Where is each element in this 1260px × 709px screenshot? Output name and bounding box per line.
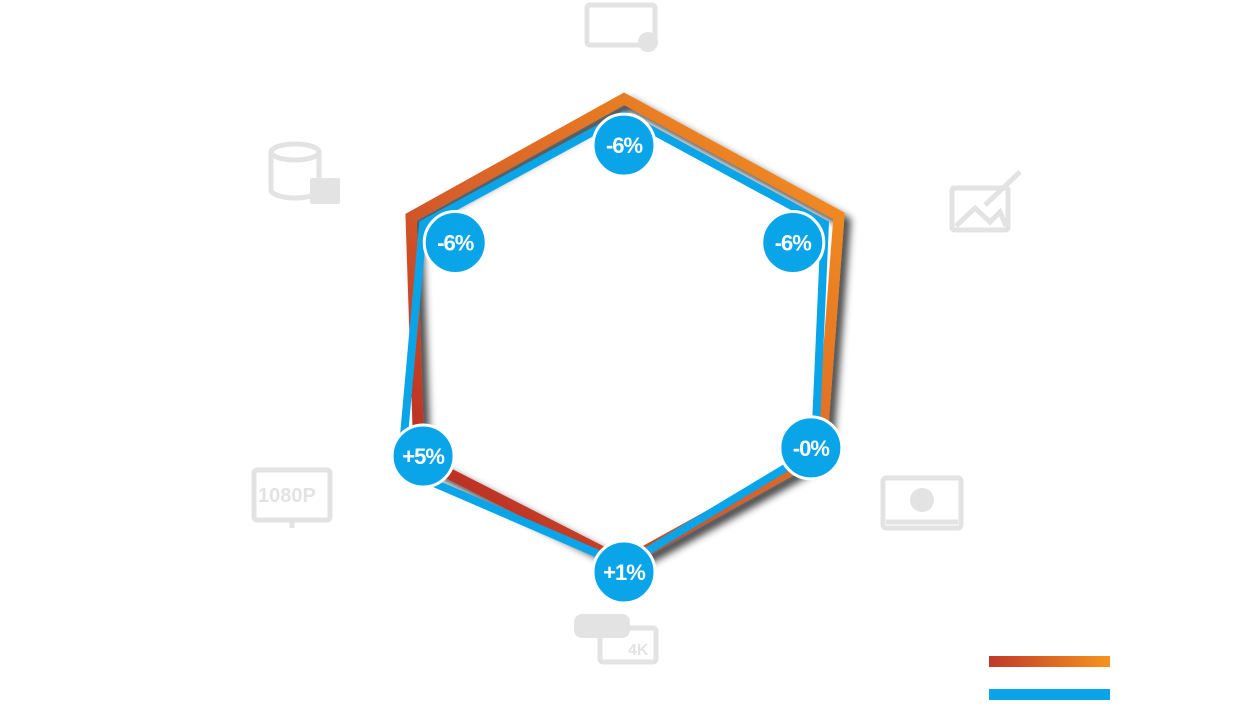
- value-bubble: +1%: [591, 539, 657, 605]
- legend: [989, 656, 1110, 700]
- bubble-circle: [591, 539, 657, 605]
- vr-4k-icon: 4K: [574, 614, 659, 665]
- bubble-value-label: -0%: [793, 436, 830, 461]
- legend-swatch-blue: [989, 689, 1110, 700]
- bubble-circle: [390, 423, 456, 489]
- monitor-gear-icon: [584, 2, 658, 52]
- bubble-value-label: +5%: [402, 444, 444, 469]
- video-player-icon: [880, 475, 964, 531]
- bubble-value-label: +1%: [603, 560, 645, 585]
- value-bubbles: -6% -6% -0% +1% +5% -6%: [390, 112, 844, 605]
- value-bubble: -6%: [422, 210, 488, 276]
- bubble-circle: [591, 112, 657, 178]
- icon-text-1080p: 1080P: [258, 485, 316, 507]
- legend-swatch-orange: [989, 656, 1110, 667]
- image-edit-icon: [949, 170, 1022, 233]
- bubble-value-label: -6%: [775, 231, 812, 256]
- database-lock-icon: [268, 141, 340, 204]
- bubble-circle: [760, 210, 826, 276]
- bubble-value-label: -6%: [606, 133, 643, 158]
- bubble-circle: [422, 210, 488, 276]
- value-bubble: -6%: [591, 112, 657, 178]
- background-icons: 4K 1080P: [251, 2, 1022, 665]
- value-bubble: +5%: [390, 423, 456, 489]
- icon-text-4k: 4K: [628, 642, 649, 659]
- 1080p-monitor-icon: 1080P: [251, 467, 333, 528]
- bubble-value-label: -6%: [437, 231, 474, 256]
- bubble-circle: [778, 415, 844, 481]
- value-bubble: -0%: [778, 415, 844, 481]
- value-bubble: -6%: [760, 210, 826, 276]
